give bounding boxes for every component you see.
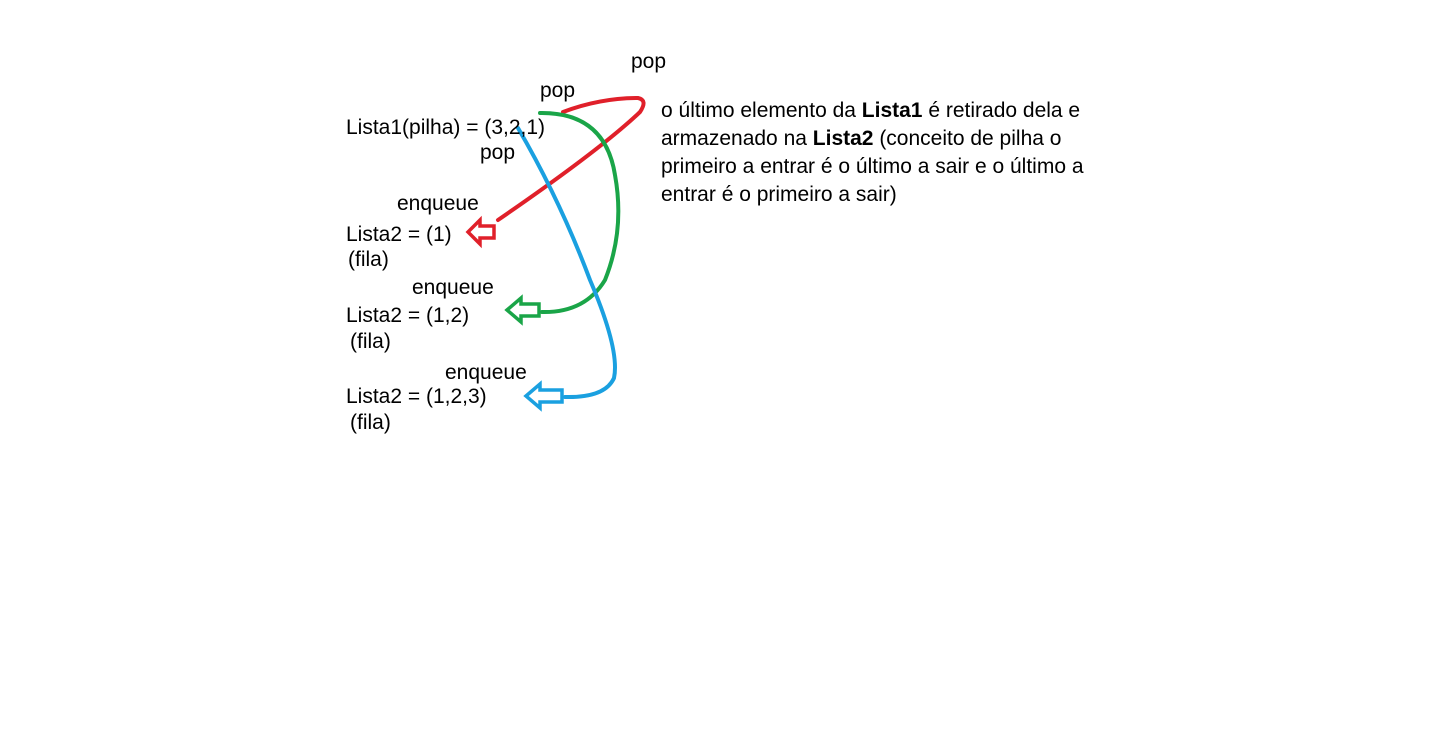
blue-pop-curve (516, 126, 617, 400)
enqueue-label-3: enqueue (445, 361, 527, 384)
green-pop-curve (538, 110, 621, 315)
explanation-part1: o último elemento da (661, 99, 862, 122)
pop-label-top: pop (631, 50, 667, 73)
enqueue-label-2: enqueue (412, 276, 494, 299)
fila-label-1: (fila) (348, 248, 389, 271)
lista2-label-1: Lista2 = (1) (346, 223, 452, 246)
pop-label-low: pop (480, 141, 516, 164)
red-pop-curve (496, 95, 646, 222)
explanation-text: o último elemento da Lista1 é retirado d… (661, 97, 1131, 209)
lista2-label-2: Lista2 = (1,2) (346, 304, 470, 327)
explanation-part2: é retirado dela e armazenado na (661, 99, 1081, 150)
lista1-stack-label: Lista1(pilha) = (3,2,1) (346, 116, 546, 139)
green-enqueue-arrow (504, 294, 541, 326)
explanation-part3: (conceito de pilha o primeiro a entrar é… (661, 127, 1084, 206)
red-enqueue-arrow (465, 215, 496, 249)
fila-label-3: (fila) (350, 411, 391, 434)
explanation-bold-lista2: Lista2 (812, 127, 874, 150)
fila-label-2: (fila) (350, 330, 391, 353)
blue-enqueue-arrow (523, 380, 564, 412)
lista2-label-3: Lista2 = (1,2,3) (346, 385, 487, 408)
explanation-bold-lista1: Lista1 (861, 99, 923, 122)
enqueue-label-1: enqueue (397, 192, 479, 215)
pop-label-mid: pop (540, 79, 576, 102)
